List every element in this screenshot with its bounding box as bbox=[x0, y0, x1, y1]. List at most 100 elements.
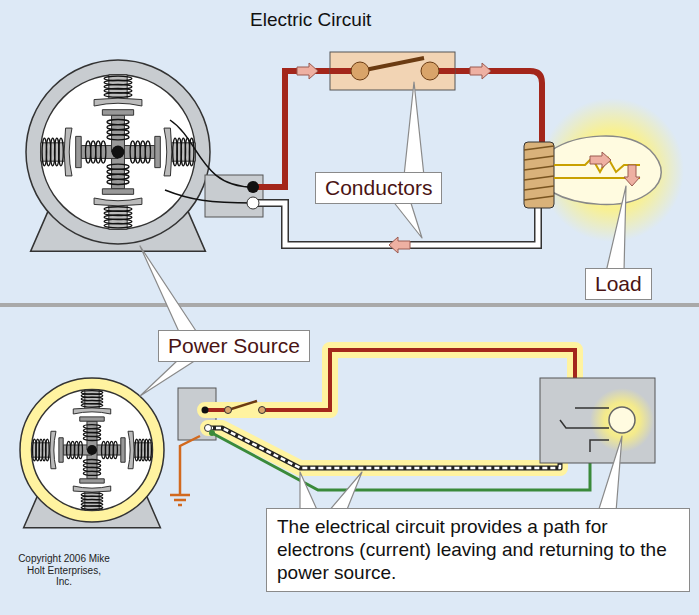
thread-line bbox=[524, 176, 554, 180]
generator-part bbox=[121, 438, 125, 462]
callout-pointer bbox=[606, 186, 626, 272]
generator-part bbox=[83, 471, 100, 475]
generator-part bbox=[148, 439, 152, 461]
bulb-base bbox=[524, 142, 554, 208]
generator-part bbox=[73, 390, 110, 450]
generator-part bbox=[81, 506, 103, 510]
caption-box: The electrical circuit provides a path f… bbox=[266, 508, 690, 592]
callout-box: Power Source bbox=[158, 330, 310, 362]
generator-part bbox=[130, 141, 135, 163]
generator-part bbox=[107, 169, 129, 174]
generator-part bbox=[92, 431, 152, 468]
terminal bbox=[202, 407, 209, 414]
generator-part bbox=[59, 438, 63, 462]
generator-part bbox=[41, 128, 118, 176]
callout-pointer bbox=[598, 436, 622, 512]
earth-ground bbox=[170, 436, 200, 505]
ground-conductor bbox=[212, 433, 590, 490]
node-text: Conductors bbox=[325, 176, 432, 200]
generator-part bbox=[32, 431, 92, 468]
generator-part bbox=[112, 146, 125, 159]
generator-part bbox=[102, 110, 133, 116]
callout-pointer bbox=[300, 472, 318, 512]
generator-part bbox=[87, 445, 97, 455]
divider bbox=[0, 303, 699, 307]
switch-pivot bbox=[351, 62, 369, 80]
generator-part bbox=[26, 60, 210, 244]
current-arrow bbox=[389, 237, 410, 253]
terminal bbox=[247, 197, 259, 209]
terminal-block bbox=[205, 175, 263, 217]
node-text: Load bbox=[595, 272, 642, 296]
generator-part bbox=[107, 135, 129, 140]
switch-blade bbox=[228, 401, 257, 410]
callout-pointer bbox=[140, 246, 198, 334]
generator-part bbox=[140, 141, 145, 163]
generator-part bbox=[80, 479, 104, 483]
terminal bbox=[247, 181, 259, 193]
generator-part bbox=[107, 125, 129, 130]
callout-pointer bbox=[392, 200, 422, 238]
generator-part bbox=[20, 378, 164, 522]
current-arrow bbox=[470, 63, 491, 79]
generator-part bbox=[104, 223, 132, 228]
switch-pivot bbox=[225, 407, 232, 414]
thread-line bbox=[524, 186, 554, 190]
node-text: Power Source bbox=[168, 334, 300, 358]
generator-part bbox=[94, 75, 142, 152]
terminal bbox=[209, 430, 215, 436]
generator-part bbox=[80, 417, 104, 421]
generator-part bbox=[94, 152, 142, 229]
generator-part bbox=[91, 141, 96, 163]
generator bbox=[20, 378, 164, 528]
generator-part bbox=[107, 174, 129, 179]
load-box bbox=[540, 378, 655, 463]
callout-pointers bbox=[140, 82, 626, 512]
generator-part bbox=[76, 136, 82, 167]
generator-part bbox=[94, 98, 142, 106]
current-arrow bbox=[624, 165, 640, 186]
thread-line bbox=[524, 146, 554, 150]
generator-part bbox=[164, 128, 172, 176]
bulb-glass bbox=[552, 136, 661, 205]
load-lead bbox=[560, 408, 609, 452]
generator-part bbox=[67, 441, 71, 458]
generator-part bbox=[135, 141, 140, 163]
generator-part bbox=[41, 75, 196, 230]
thread-line bbox=[524, 156, 554, 160]
generator-part bbox=[102, 189, 133, 195]
generator-part bbox=[107, 179, 129, 184]
switch-contact bbox=[421, 62, 439, 80]
generator-part bbox=[155, 136, 161, 167]
generator-part bbox=[96, 141, 101, 163]
current-arrow bbox=[297, 63, 318, 79]
generator-lead bbox=[165, 120, 253, 203]
generator-part bbox=[145, 141, 150, 163]
node-text: The electrical circuit provides a path f… bbox=[277, 516, 679, 584]
generator-part bbox=[42, 138, 47, 166]
bulb-threads bbox=[524, 146, 554, 200]
callout-pointer bbox=[328, 472, 362, 512]
bulb-glow bbox=[540, 98, 684, 242]
copyright-note: Copyright 2006 Mike Holt Enterprises, In… bbox=[18, 553, 110, 588]
switch-contact bbox=[259, 407, 266, 414]
generator-part bbox=[64, 128, 72, 176]
current-arrows bbox=[297, 63, 640, 253]
switch-blade bbox=[360, 58, 424, 71]
callout-box: Conductors bbox=[315, 172, 442, 204]
generator-part bbox=[32, 390, 153, 511]
generator-part bbox=[73, 450, 110, 510]
generator-part bbox=[101, 141, 106, 163]
callout-box: Load bbox=[585, 268, 652, 300]
generator-part bbox=[73, 486, 110, 492]
generator-part bbox=[113, 441, 117, 458]
bulb bbox=[609, 407, 635, 433]
generator-part bbox=[83, 425, 100, 429]
callout-pointer bbox=[140, 360, 196, 396]
current-glow bbox=[205, 350, 575, 468]
generator-part bbox=[118, 128, 195, 176]
generator-part bbox=[104, 76, 132, 81]
thread-line bbox=[524, 166, 554, 170]
generator-part bbox=[128, 431, 134, 468]
